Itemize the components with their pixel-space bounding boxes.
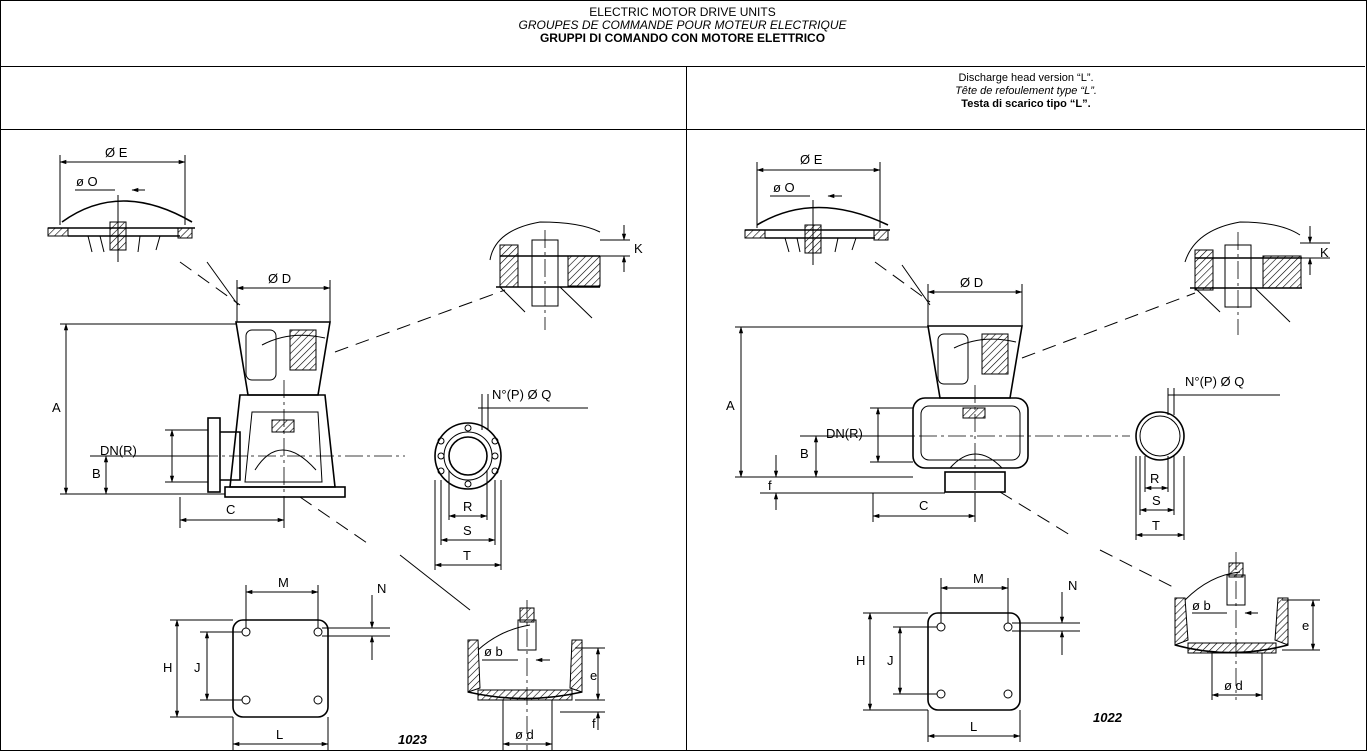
title-french: GROUPES DE COMMANDE POUR MOTEUR ELECTRIQ… — [518, 18, 847, 32]
caption-italian: Testa di scarico tipo “L”. — [961, 98, 1091, 110]
left-base-plate: M H J L N — [163, 575, 390, 750]
left-top-flange-detail: Ø E ø O — [47, 145, 195, 262]
left-drawing: Ø E ø O K — [47, 145, 643, 750]
left-label-e: Ø E — [105, 145, 128, 160]
left-label-s: S — [463, 523, 472, 538]
right-top-flange-detail: Ø E ø O — [744, 152, 890, 265]
right-leader-4 — [1099, 549, 1176, 589]
right-label-h: H — [856, 653, 865, 668]
subtitle-row — [0, 67, 1365, 130]
left-label-d: Ø D — [268, 271, 291, 286]
right-label-a: A — [726, 398, 735, 413]
right-label-d: Ø D — [960, 275, 983, 290]
right-label-t: T — [1152, 518, 1160, 533]
right-base-plate: M H J L N — [856, 571, 1080, 742]
left-label-npq: N°(P) Ø Q — [492, 387, 551, 402]
left-leader-4 — [399, 554, 471, 611]
right-label-l: L — [970, 719, 977, 734]
right-label-j: J — [887, 653, 894, 668]
right-panel-caption: Discharge head version “L”. Tête de refo… — [687, 72, 1365, 111]
left-label-b: B — [92, 466, 101, 481]
left-leader-1 — [179, 261, 241, 306]
left-label-a: A — [52, 400, 61, 415]
right-label-d: ø d — [1224, 678, 1243, 693]
left-label-n: N — [377, 581, 386, 596]
left-base-detail: ø b e f ø d — [467, 600, 605, 750]
right-label-o: ø O — [773, 180, 795, 195]
left-label-b: ø b — [484, 644, 503, 659]
right-label-m: M — [973, 571, 984, 586]
right-flange-view: N°(P) Ø Q R S T — [1135, 374, 1280, 540]
left-label-dn: DN(R) — [100, 443, 137, 458]
right-label-k: K — [1320, 245, 1329, 260]
right-label-e: e — [1302, 618, 1309, 633]
left-label-o: ø O — [76, 174, 98, 189]
right-drawing-code: 1022 — [1093, 710, 1123, 725]
left-label-e: e — [590, 668, 597, 683]
right-base-detail: ø b e ø d — [1174, 552, 1320, 700]
right-k-detail: K — [1184, 221, 1330, 335]
left-label-m: M — [278, 575, 289, 590]
right-label-c: C — [919, 498, 928, 513]
right-label-b: B — [800, 446, 809, 461]
left-label-l: L — [276, 727, 283, 742]
left-label-f: f — [592, 716, 596, 731]
right-label-e: Ø E — [800, 152, 823, 167]
caption-english: Discharge head version “L”. — [958, 72, 1094, 84]
right-leader-2 — [1021, 292, 1196, 359]
right-leader-3 — [999, 491, 1071, 536]
left-k-detail: K — [489, 221, 643, 330]
left-label-t: T — [463, 548, 471, 563]
right-drawing: Ø E ø O K — [726, 152, 1330, 742]
left-label-d: ø d — [515, 727, 534, 742]
right-label-s: S — [1152, 493, 1161, 508]
left-label-r: R — [463, 499, 472, 514]
right-label-r: R — [1150, 471, 1159, 486]
right-label-n: N — [1068, 578, 1077, 593]
left-label-j: J — [194, 660, 201, 675]
right-label-b: ø b — [1192, 598, 1211, 613]
title-italian: GRUPPI DI COMANDO CON MOTORE ELETTRICO — [539, 31, 826, 45]
left-drawing-code: 1023 — [398, 732, 428, 747]
left-label-h: H — [163, 660, 172, 675]
left-leader-2 — [334, 289, 506, 353]
right-label-dn: DN(R) — [826, 426, 863, 441]
caption-french: Tête de refoulement type “L”. — [955, 85, 1097, 97]
title-english: ELECTRIC MOTOR DRIVE UNITS — [589, 5, 776, 19]
left-label-c: C — [226, 502, 235, 517]
right-leader-1 — [874, 261, 931, 303]
right-label-npq: N°(P) Ø Q — [1185, 374, 1244, 389]
panel-divider — [686, 67, 687, 751]
left-leader-3 — [299, 496, 371, 546]
left-main-unit: Ø D A B — [52, 261, 405, 528]
title-block: ELECTRIC MOTOR DRIVE UNITS GROUPES DE CO… — [0, 0, 1365, 67]
right-label-f: f — [768, 478, 772, 493]
left-flange-view: N°(P) Ø Q R S T — [434, 387, 588, 570]
left-label-k: K — [634, 241, 643, 256]
right-main-unit: Ø D A B DN(R) f — [726, 264, 1130, 522]
